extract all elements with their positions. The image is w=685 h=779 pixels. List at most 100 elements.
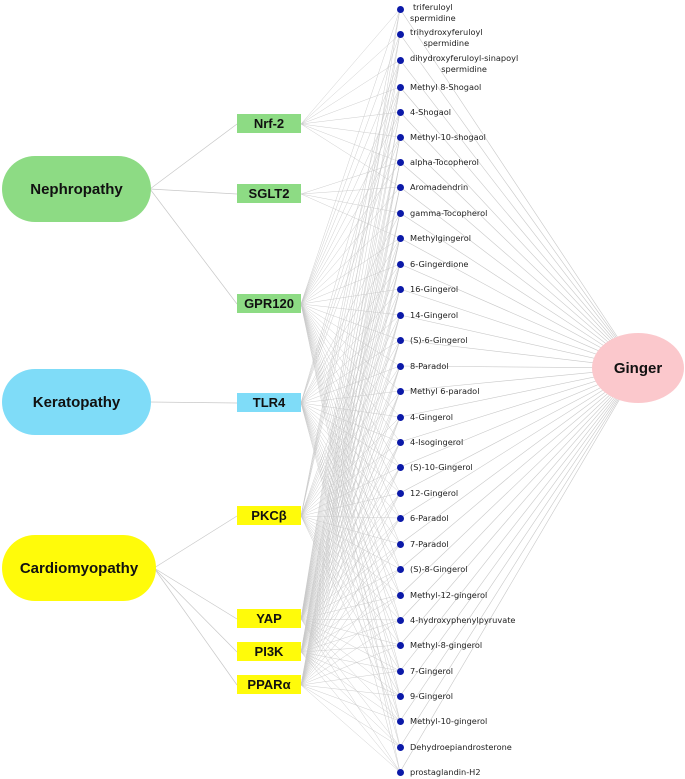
compound-label: Methyl 6-paradol (410, 386, 480, 396)
target-label: GPR120 (244, 296, 294, 311)
network-edge (300, 339, 401, 653)
target-label: PI3K (254, 644, 284, 659)
network-edge (399, 237, 639, 369)
disease-node-cardiomyopathy: Cardiomyopathy (2, 535, 156, 601)
network-edge (300, 212, 401, 305)
disease-node-keratopathy: Keratopathy (2, 369, 151, 435)
network-edge (300, 263, 401, 653)
network-edge (300, 568, 401, 653)
network-edge (300, 416, 401, 653)
compound-node (396, 717, 404, 725)
network-edge (399, 367, 639, 621)
disease-label: Nephropathy (30, 180, 123, 198)
compound-label: 6-Paradol (410, 513, 449, 523)
compound-label: prostaglandin-H2 (410, 767, 481, 777)
network-edge (300, 402, 401, 545)
network-edge (300, 111, 401, 653)
network-edge (300, 161, 401, 305)
network-edge (300, 8, 401, 620)
network-edge (300, 543, 401, 653)
network-edge (149, 123, 238, 190)
network-edge (399, 367, 639, 722)
compound-node (396, 234, 404, 242)
network-edge (300, 33, 401, 517)
network-edge (300, 402, 401, 748)
network-edge (300, 136, 401, 305)
network-edge (300, 193, 401, 214)
network-edge (300, 466, 401, 653)
network-edge (300, 568, 401, 686)
network-edge (399, 111, 639, 369)
network-edge (300, 644, 401, 686)
compound-label: 7-Paradol (410, 539, 449, 549)
network-edge (399, 367, 639, 596)
network-edge (300, 303, 401, 443)
network-edge (300, 517, 401, 653)
network-edge (300, 365, 401, 653)
network-edge (300, 161, 401, 653)
compound-label: 4-hydroxyphenylpyruvate (410, 615, 516, 625)
network-edge (300, 651, 401, 773)
target-label: PPARα (247, 677, 291, 692)
compound-label: Methyl-10-shogaol (410, 132, 486, 142)
network-edge (300, 263, 401, 620)
compound-label: (S)-6-Gingerol (410, 335, 468, 345)
compound-label: (S)-8-Gingerol (410, 564, 468, 574)
network-edge (399, 367, 639, 672)
compound-node (396, 83, 404, 91)
network-edge (153, 567, 238, 653)
compound-node (396, 667, 404, 675)
network-edge (399, 33, 639, 369)
network-edge (300, 8, 401, 305)
network-edge (300, 33, 401, 125)
compound-node (396, 387, 404, 395)
network-edge (399, 367, 639, 748)
target-node-pi3k: PI3K (237, 642, 301, 661)
compound-node (396, 209, 404, 217)
network-edge (300, 515, 401, 646)
network-edge (300, 212, 401, 653)
network-edge (153, 515, 238, 569)
compound-node (396, 30, 404, 38)
target-node-sglt2: SGLT2 (237, 184, 301, 203)
network-edge (300, 466, 401, 686)
network-edge (300, 365, 401, 404)
network-edge (300, 161, 401, 195)
network-edge (300, 59, 401, 125)
compound-label: 4-Gingerol (410, 412, 453, 422)
network-edge (300, 186, 401, 620)
network-edge (300, 288, 401, 686)
compound-node (396, 692, 404, 700)
network-edge (300, 492, 401, 686)
compound-label: 6-Gingerdione (410, 259, 469, 269)
network-edge (300, 365, 401, 620)
network-edge (300, 339, 401, 620)
compound-label: 14-Gingerol (410, 310, 459, 320)
target-node-ppara: PPARα (237, 675, 301, 694)
target-node-tlr4: TLR4 (237, 393, 301, 412)
network-edge (300, 161, 401, 686)
network-edge (300, 186, 401, 653)
compound-node (396, 362, 404, 370)
network-edge (300, 8, 401, 517)
compound-node (396, 591, 404, 599)
network-edge (300, 618, 401, 621)
network-edge (300, 212, 401, 686)
network-edge (300, 86, 401, 620)
network-edge (300, 314, 401, 404)
network-edge (300, 303, 401, 494)
network-edge (300, 684, 401, 773)
network-edge (300, 390, 401, 686)
compound-node (396, 158, 404, 166)
network-edge (153, 567, 238, 620)
network-edge (300, 8, 401, 125)
compound-label: 12-Gingerol (410, 488, 459, 498)
network-edge (399, 367, 639, 494)
compound-label: Methyl 8-Shogaol (410, 82, 482, 92)
network-edge (300, 33, 401, 620)
network-edge (149, 188, 238, 195)
network-edge (300, 543, 401, 686)
network-edge (300, 59, 401, 517)
